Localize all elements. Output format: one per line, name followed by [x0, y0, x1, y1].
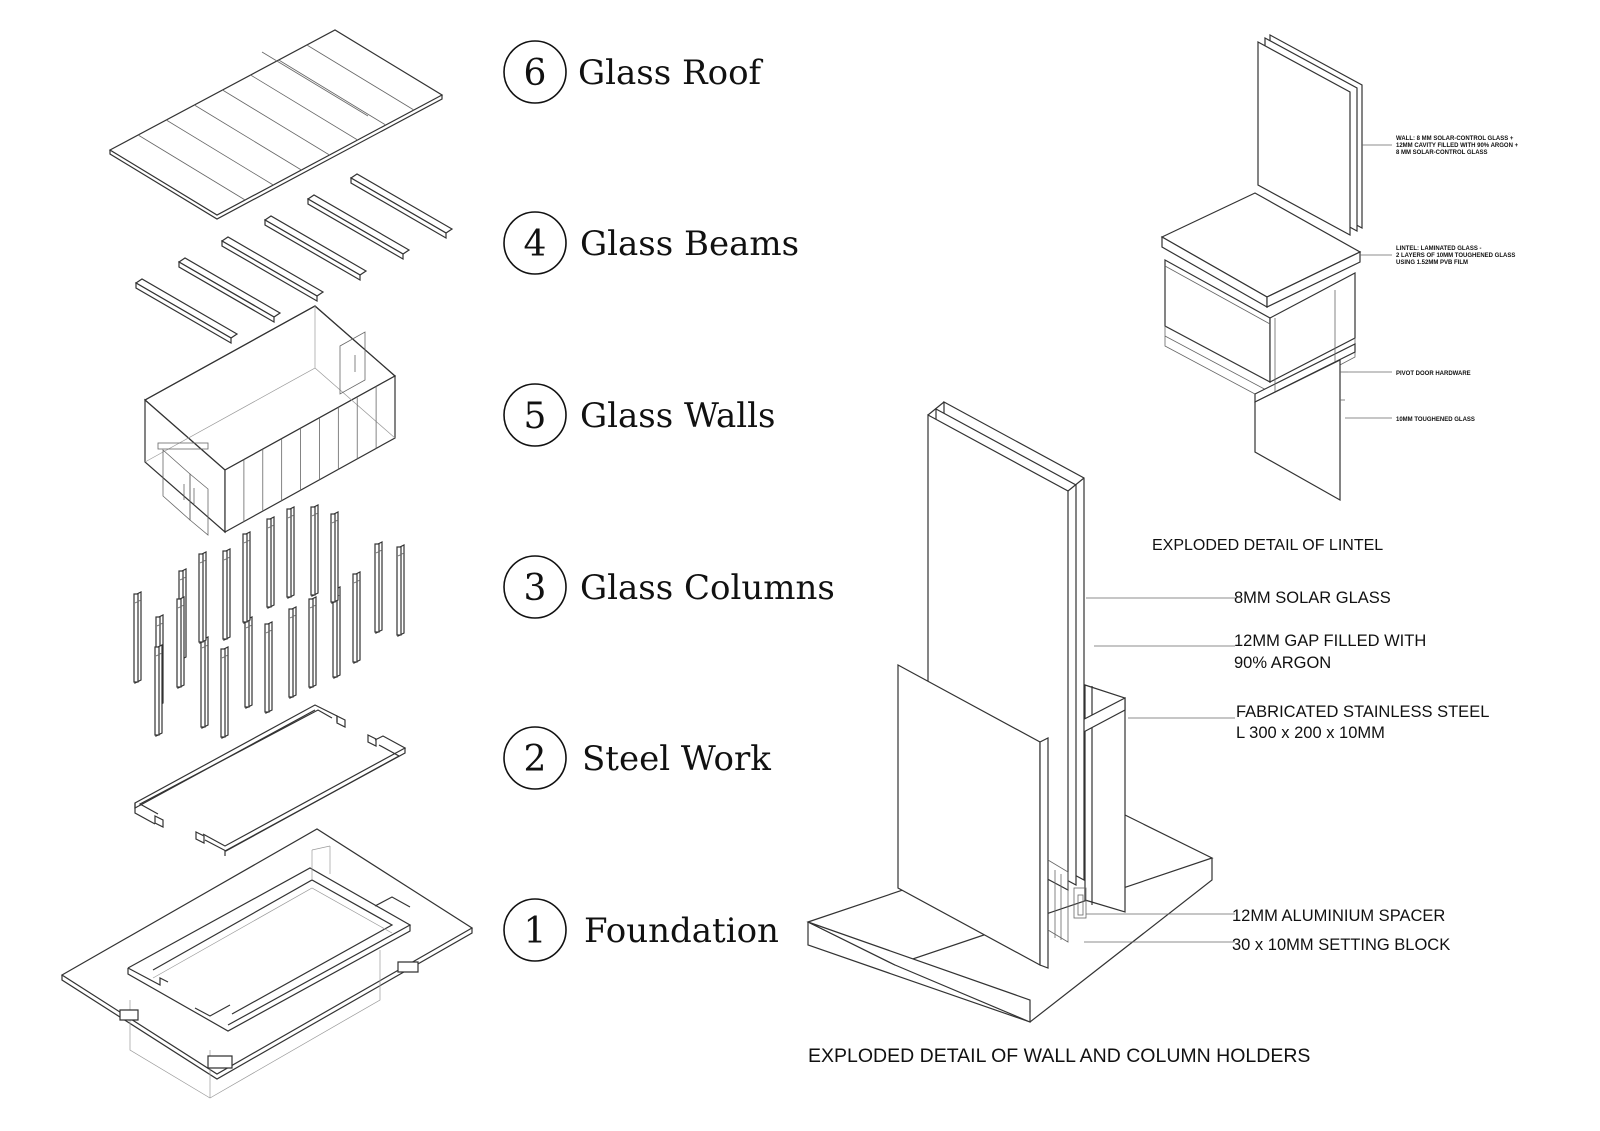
layer-item: 3 Glass Columns — [503, 555, 835, 619]
layer-name: Glass Roof — [578, 53, 764, 93]
holder-note-steel-1: FABRICATED STAINLESS STEEL — [1236, 703, 1489, 721]
steel-work-drawing — [134, 704, 407, 856]
exploded-structure-drawing — [60, 29, 474, 1099]
layer-number-circle — [503, 726, 567, 790]
layer-item: 5 Glass Walls — [503, 383, 775, 447]
holder-note-gap-2: 90% ARGON — [1234, 654, 1331, 672]
layer-item: 4 Glass Beams — [503, 211, 799, 275]
lintel-detail — [1160, 33, 1392, 502]
layer-number-circle — [503, 555, 567, 619]
holder-note-steel-2: L 300 x 200 x 10MM — [1236, 724, 1385, 742]
lintel-note-wall-1: WALL: 8 MM SOLAR-CONTROL GLASS + — [1396, 136, 1514, 142]
lintel-note-lintel-3: USING 1.52MM PVB FILM — [1396, 260, 1468, 266]
layer-number: 3 — [524, 568, 547, 609]
layer-item: 2 Steel Work — [503, 726, 771, 790]
layer-number: 6 — [524, 53, 547, 94]
foundation-drawing — [60, 828, 474, 1099]
holder-note-block: 30 x 10MM SETTING BLOCK — [1232, 936, 1450, 954]
layer-number-circle — [503, 383, 567, 447]
layer-number-circle — [503, 898, 567, 962]
holder-note-gap-1: 12MM GAP FILLED WITH — [1234, 632, 1426, 650]
glass-columns-drawing — [133, 504, 405, 739]
lintel-note-wall-3: 8 MM SOLAR-CONTROL GLASS — [1396, 150, 1488, 156]
lintel-note-wall-2: 12MM CAVITY FILLED WITH 90% ARGON + — [1396, 143, 1519, 149]
holder-caption: EXPLODED DETAIL OF WALL AND COLUMN HOLDE… — [808, 1045, 1310, 1067]
glass-beams-drawing — [134, 173, 454, 345]
layer-name: Steel Work — [582, 739, 771, 779]
layer-number: 2 — [524, 739, 547, 780]
lintel-notes: WALL: 8 MM SOLAR-CONTROL GLASS + 12MM CA… — [1396, 136, 1519, 423]
lintel-caption: EXPLODED DETAIL OF LINTEL — [1152, 537, 1383, 554]
wall-column-holder-detail — [806, 400, 1235, 1023]
holder-note-spacer: 12MM ALUMINIUM SPACER — [1232, 907, 1445, 925]
glass-walls-drawing — [143, 305, 397, 536]
layer-number: 4 — [524, 224, 547, 265]
holder-notes: 8MM SOLAR GLASS 12MM GAP FILLED WITH 90%… — [1232, 589, 1489, 954]
layer-number: 1 — [524, 911, 547, 952]
lintel-note-lintel-1: LINTEL: LAMINATED GLASS - — [1396, 246, 1482, 252]
layer-name: Glass Walls — [580, 396, 775, 436]
lintel-note-pivot: PIVOT DOOR HARDWARE — [1396, 371, 1471, 377]
layer-item: 1 Foundation — [503, 898, 779, 962]
layer-name: Glass Beams — [580, 224, 799, 264]
layer-item: 6 Glass Roof — [503, 40, 764, 104]
glass-roof-drawing — [108, 29, 444, 220]
layer-name: Foundation — [584, 911, 779, 951]
layer-name: Glass Columns — [580, 568, 835, 608]
layer-number-circle — [503, 211, 567, 275]
layer-legend: 6 Glass Roof 4 Glass Beams 5 Glass Walls 3 Glas… — [503, 40, 835, 962]
layer-number-circle — [503, 40, 567, 104]
holder-note-solar-glass: 8MM SOLAR GLASS — [1234, 589, 1391, 607]
lintel-note-toughened: 10MM TOUGHENED GLASS — [1396, 417, 1475, 423]
lintel-note-lintel-2: 2 LAYERS OF 10MM TOUGHENED GLASS — [1396, 253, 1515, 259]
layer-number: 5 — [524, 396, 547, 437]
